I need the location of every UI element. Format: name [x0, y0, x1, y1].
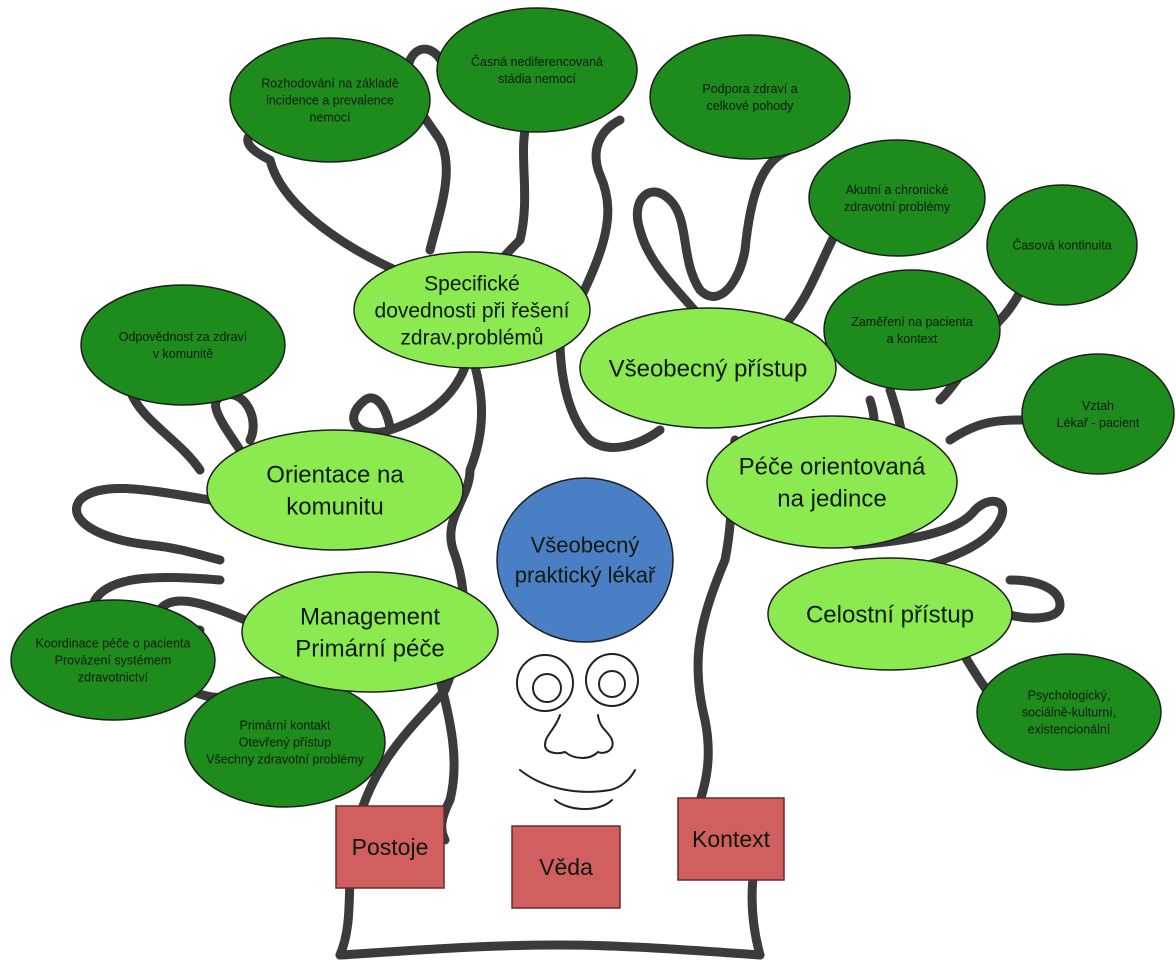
root-box-science-shape	[511, 825, 621, 909]
sub-node-incidence-prevalence-label: Rozhodování na základě	[261, 76, 399, 90]
sub-node-care-coordination-shape	[10, 599, 216, 721]
root-box-context-shape	[677, 797, 785, 881]
main-node-person-centred-care-label: Péče orientovaná	[739, 453, 926, 480]
main-node-community-orientation-shape	[206, 429, 464, 551]
sub-node-care-coordination-label: zdravotnictví	[78, 670, 149, 684]
main-node-comprehensive-approach-shape	[579, 307, 837, 429]
sub-node-psychosocial-label: Psychologický,	[1028, 688, 1111, 702]
sub-node-community-responsibility: Odpovědnost za zdraví v komunitě	[80, 284, 286, 406]
main-node-holistic-approach-shape	[767, 557, 1013, 671]
main-node-primary-care-management-label: Primární péče	[295, 635, 444, 662]
main-node-person-centred-care: Péče orientovaná na jedince	[706, 415, 958, 549]
sub-node-incidence-prevalence-shape	[229, 37, 431, 163]
sub-node-health-promotion-label: Podpora zdraví a	[702, 82, 797, 96]
sub-node-health-promotion-label: celkové pohody	[707, 99, 795, 113]
root-box-context: Kontext	[677, 797, 785, 881]
center-node: Všeobecný praktický lékař	[496, 477, 674, 643]
sub-node-patient-context-shape	[823, 269, 1001, 391]
tree-face	[516, 653, 639, 810]
sub-node-patient-context: Zaměření na pacienta a kontext	[823, 269, 1001, 391]
sub-node-patient-context-label: a kontext	[887, 332, 938, 346]
sub-node-acute-chronic-label: zdravotní problémy	[844, 200, 951, 214]
sub-node-community-responsibility-label: Odpovědnost za zdraví	[119, 330, 248, 344]
sub-node-community-responsibility-label: v komunitě	[153, 347, 213, 361]
sub-node-community-responsibility-shape	[80, 284, 286, 406]
sub-node-early-stages-label: Časná nediferencovaná	[471, 54, 603, 69]
sub-node-first-contact-label: Otevřený přístup	[239, 735, 331, 749]
sub-node-acute-chronic: Akutní a chronické zdravotní problémy	[808, 139, 986, 257]
sub-node-health-promotion-shape	[649, 34, 851, 160]
root-box-science: Věda	[511, 825, 621, 909]
sub-node-doctor-patient-shape	[1021, 353, 1175, 475]
sub-node-incidence-prevalence: Rozhodování na základě incidence a preval…	[229, 37, 431, 163]
main-node-specific-skills-label: Specifické	[424, 272, 520, 295]
root-box-science-label: Věda	[539, 854, 593, 880]
root-box-attitudes-shape	[335, 805, 445, 889]
sub-node-psychosocial: Psychologický, sociálně-kulturní, existenc…	[976, 653, 1162, 771]
root-box-attitudes: Postoje	[335, 805, 445, 889]
center-node-label: praktický lékař	[515, 563, 656, 588]
main-node-specific-skills-label: zdrav.problémů	[400, 326, 543, 349]
sub-node-incidence-prevalence-label: nemocí	[310, 110, 352, 124]
main-node-holistic-approach-label: Celostní přístup	[806, 601, 974, 628]
sub-node-first-contact-label: Všechny zdravotní problémy	[206, 752, 364, 766]
sub-node-time-continuity: Časová kontinuita	[986, 184, 1138, 306]
main-node-specific-skills-label: dovednosti při řešení	[375, 299, 570, 322]
sub-node-care-coordination-label: Koordinace péče o pacienta	[36, 636, 191, 650]
sub-node-psychosocial-shape	[976, 653, 1162, 771]
main-node-specific-skills: Specifické dovednosti při řešení zdrav.pro…	[353, 251, 591, 369]
main-node-community-orientation-label: komunitu	[286, 493, 383, 520]
sub-node-doctor-patient-label: Lékař - pacient	[1057, 416, 1140, 430]
sub-node-time-continuity-shape	[986, 184, 1138, 306]
main-node-comprehensive-approach: Všeobecný přístup	[579, 307, 837, 429]
main-node-community-orientation-label: Orientace na	[266, 461, 404, 488]
sub-node-acute-chronic-shape	[808, 139, 986, 257]
main-node-holistic-approach: Celostní přístup	[767, 557, 1013, 671]
sub-node-incidence-prevalence-label: incidence a prevalence	[266, 93, 394, 107]
sub-node-patient-context-label: Zaměření na pacienta	[851, 315, 973, 329]
main-node-community-orientation: Orientace na komunitu	[206, 429, 464, 551]
main-node-person-centred-care-shape	[706, 415, 958, 549]
sub-node-health-promotion: Podpora zdraví a celkové pohody	[649, 34, 851, 160]
sub-node-early-stages-shape	[436, 7, 638, 133]
main-node-comprehensive-approach-label: Všeobecný přístup	[609, 355, 808, 382]
main-node-primary-care-management-shape	[241, 571, 499, 693]
sub-node-early-stages-label: stádia nemocí	[498, 72, 576, 86]
sub-node-psychosocial-label: sociálně-kulturní,	[1022, 705, 1117, 719]
sub-node-care-coordination-label: Provázení systémem	[55, 653, 172, 667]
main-node-specific-skills-shape	[353, 251, 591, 369]
center-node-label: Všeobecný	[531, 533, 640, 558]
sub-node-first-contact-label: Primární kontakt	[239, 718, 331, 732]
sub-node-early-stages: Časná nediferencovaná stádia nemocí	[436, 7, 638, 133]
root-box-attitudes-label: Postoje	[352, 834, 429, 860]
main-node-primary-care-management-label: Management	[300, 603, 440, 630]
sub-node-psychosocial-label: existencionální	[1028, 722, 1111, 736]
center-node-shape	[496, 477, 674, 643]
sub-node-doctor-patient-label: Vztah	[1082, 399, 1114, 413]
sub-node-acute-chronic-label: Akutní a chronické	[846, 183, 949, 197]
sub-node-time-continuity-label: Časová kontinuita	[1012, 237, 1111, 252]
root-box-context-label: Kontext	[692, 826, 771, 852]
main-node-person-centred-care-label: na jedince	[777, 485, 886, 512]
